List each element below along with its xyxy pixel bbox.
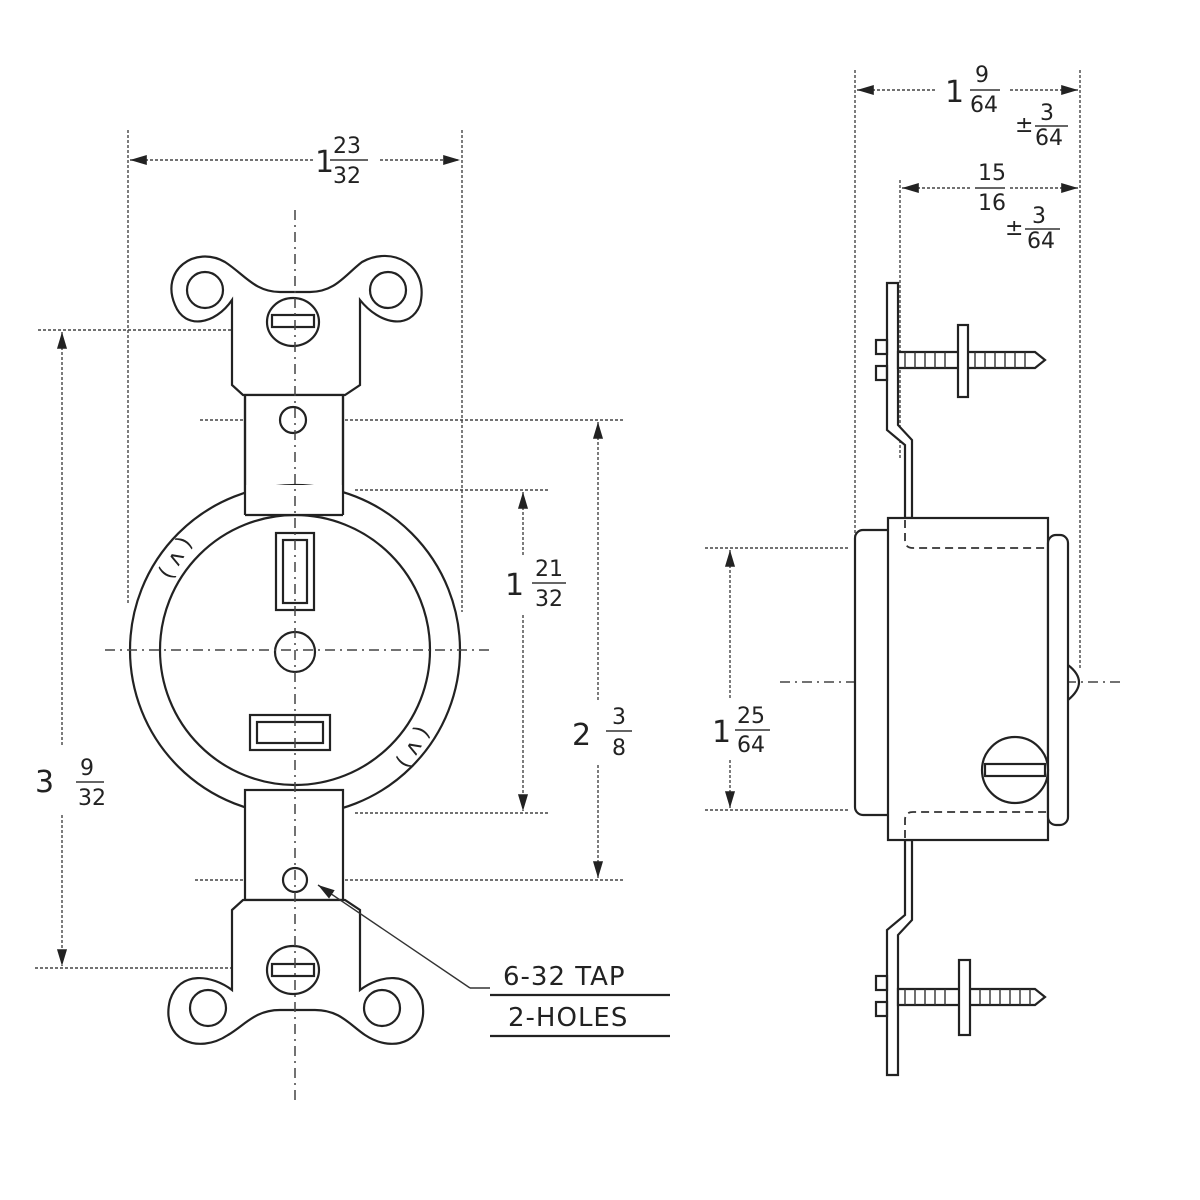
dim-side-face-height: 1 25 64	[712, 704, 770, 758]
svg-text:1: 1	[712, 715, 731, 750]
upper-tap-hole	[278, 405, 308, 435]
svg-text:3: 3	[1032, 204, 1046, 229]
svg-text:9: 9	[975, 63, 989, 88]
svg-text:1: 1	[945, 75, 964, 110]
svg-text:2-HOLES: 2-HOLES	[508, 1003, 628, 1033]
svg-text:23: 23	[333, 134, 361, 159]
dim-mount-hole-spacing: 2 3 8	[572, 705, 632, 761]
svg-text:3: 3	[1040, 101, 1054, 126]
svg-text:±: ±	[1005, 216, 1023, 241]
top-mounting-ears	[170, 254, 423, 397]
svg-text:64: 64	[1035, 126, 1063, 151]
svg-text:32: 32	[535, 587, 563, 612]
svg-text:64: 64	[970, 93, 998, 118]
svg-text:9: 9	[80, 756, 94, 781]
svg-text:16: 16	[978, 191, 1006, 216]
svg-text:8: 8	[612, 736, 626, 761]
svg-text:64: 64	[1027, 229, 1055, 254]
svg-text:±: ±	[1015, 113, 1033, 138]
svg-text:25: 25	[737, 704, 765, 729]
svg-text:6-32 TAP: 6-32 TAP	[503, 962, 626, 992]
svg-text:2: 2	[572, 718, 591, 753]
lower-strap-side	[885, 838, 914, 1077]
top-mounting-screw-icon	[874, 323, 1047, 399]
svg-text:1: 1	[315, 145, 334, 180]
svg-text:1: 1	[505, 568, 524, 603]
svg-text:64: 64	[737, 733, 765, 758]
front-view: ( ᴧ ) ( ᴧ ) 1 23 32 3	[35, 130, 670, 1100]
svg-text:32: 32	[78, 786, 106, 811]
dim-side-depth: 1 9 64 ± 3 64	[945, 63, 1068, 151]
dim-face-height: 1 21 32	[505, 557, 566, 612]
dim-front-width: 1 23 32	[315, 134, 368, 189]
lower-strap	[243, 788, 345, 902]
svg-text:3: 3	[612, 705, 626, 730]
svg-text:15: 15	[978, 161, 1006, 186]
svg-text:32: 32	[333, 164, 361, 189]
dim-overall-height: 3 9 32	[35, 756, 106, 811]
bottom-mounting-screw-icon	[874, 958, 1047, 1037]
bottom-mounting-ears	[167, 898, 425, 1045]
dim-side-strap-depth: 15 16 ± 3 64	[975, 161, 1060, 254]
top-screw-icon	[265, 296, 321, 348]
terminal-screw-icon	[980, 735, 1050, 805]
svg-text:3: 3	[35, 765, 54, 800]
svg-text:21: 21	[535, 557, 563, 582]
bottom-slot	[248, 713, 332, 752]
tap-callout: 6-32 TAP 2-HOLES	[317, 884, 670, 1038]
bottom-screw-icon	[265, 944, 321, 996]
side-view: 1 9 64 ± 3 64 15 16 ± 3 64 1 25 64	[705, 63, 1120, 1077]
